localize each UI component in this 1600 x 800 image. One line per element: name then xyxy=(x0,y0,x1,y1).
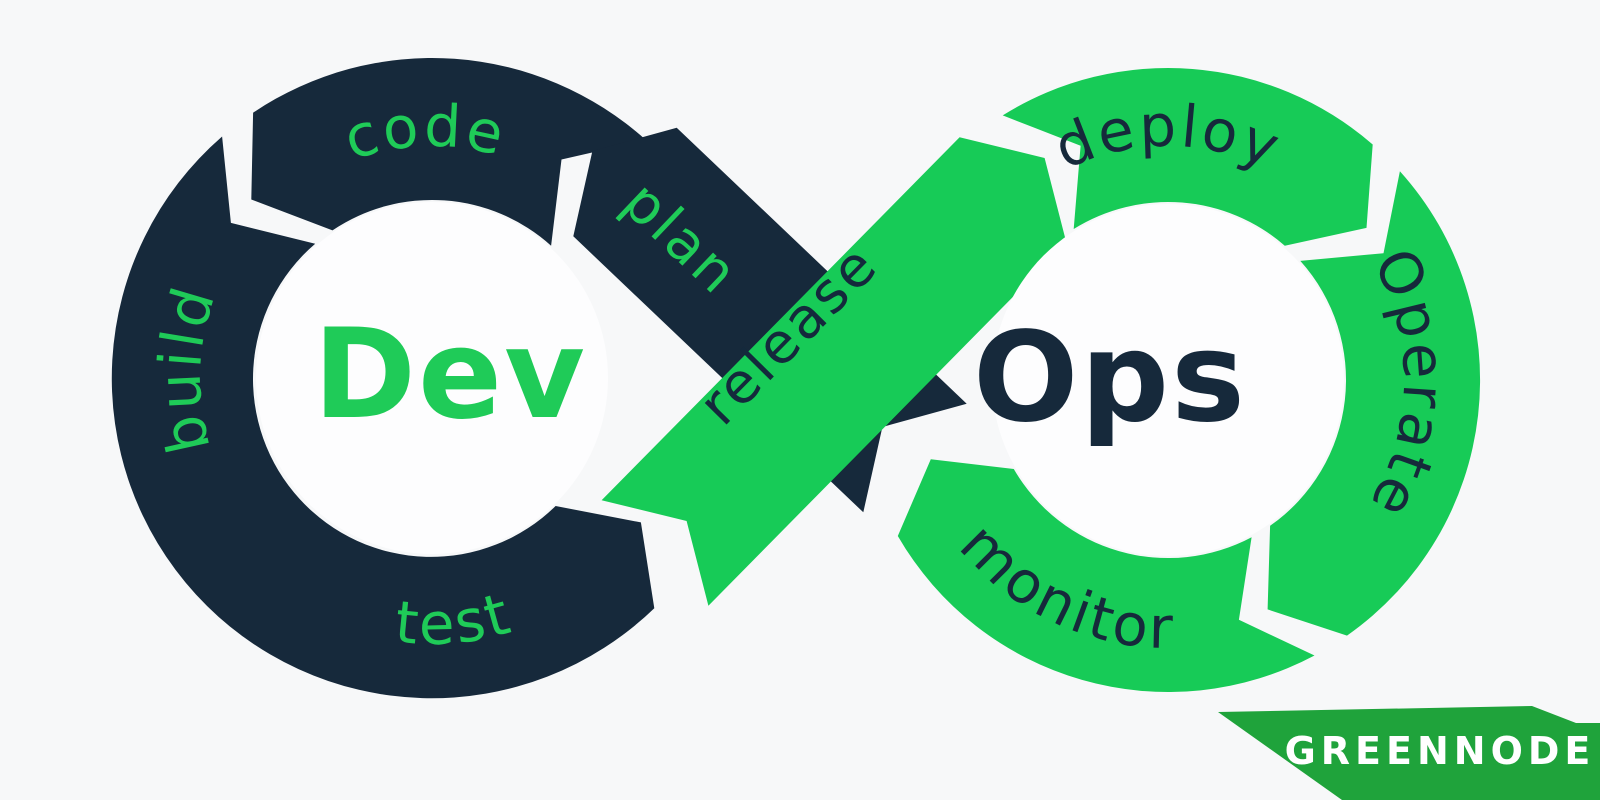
ops-loop-deploy-segment xyxy=(1002,67,1373,246)
dev-loop-build-test-segment xyxy=(111,136,655,699)
ops-title: Ops xyxy=(973,306,1247,450)
release-ribbon xyxy=(601,137,1067,606)
brand-banner xyxy=(1218,706,1600,800)
dev-loop-code-segment xyxy=(251,58,647,246)
brand-logo-text: GREENNODE xyxy=(1285,729,1596,773)
ops-inner-circle xyxy=(992,204,1344,556)
stage-label-test: test xyxy=(392,579,519,659)
ops-loop-monitor-segment xyxy=(897,459,1315,693)
ops-loop-operate-segment xyxy=(1267,171,1481,636)
dev-title: Dev xyxy=(313,303,587,447)
dev-inner-circle xyxy=(256,202,608,554)
